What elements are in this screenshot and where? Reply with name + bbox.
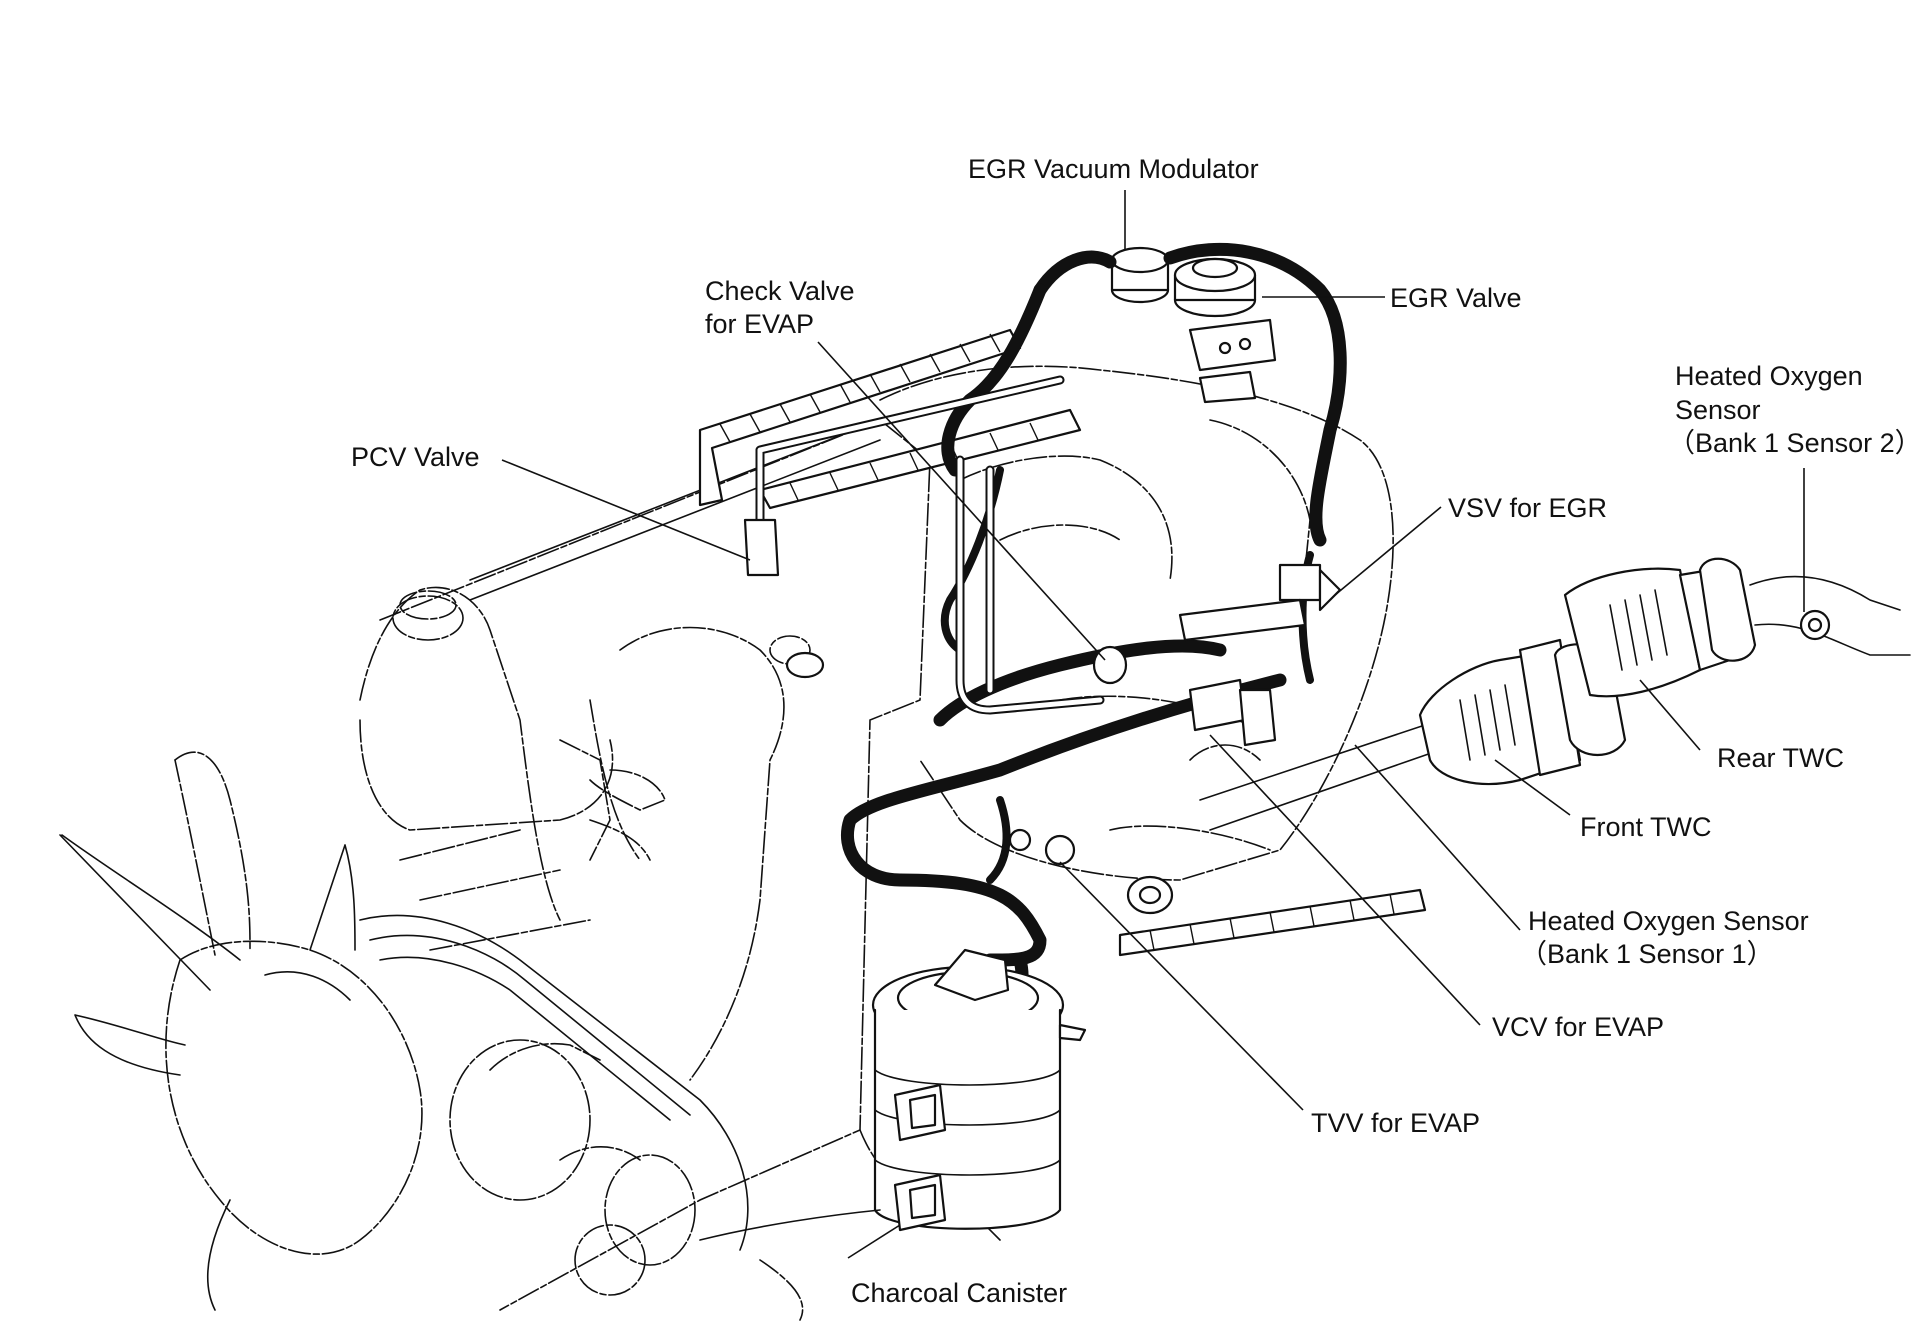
valves [743, 518, 1342, 866]
label-vcv-evap: VCV for EVAP [1492, 1012, 1664, 1042]
belt-and-pulleys [359, 914, 749, 1296]
leader-pcv-valve [501, 459, 751, 561]
engine-block [359, 419, 1001, 1321]
exhaust-system [1126, 557, 1911, 915]
leader-charcoal-canister [847, 1224, 901, 1259]
label-rear-twc: Rear TWC [1717, 743, 1844, 773]
leader-vcv-evap [1209, 734, 1481, 1026]
label-ho2s-b1s1-line2: （Bank 1 Sensor 1） [1520, 939, 1774, 969]
label-egr-valve: EGR Valve [1390, 283, 1522, 313]
label-vsv-egr: VSV for EGR [1448, 493, 1607, 523]
leader-tvv-evap [1059, 861, 1304, 1111]
leader-ho2s-b1s1 [1354, 744, 1521, 931]
intake-manifold [879, 365, 1394, 881]
catalyst-pattern [1459, 589, 1668, 761]
label-tvv-evap: TVV for EVAP [1311, 1108, 1480, 1138]
metal-tubes [755, 375, 1105, 715]
leader-front-twc [1494, 759, 1571, 816]
egr-assembly [1110, 246, 1277, 404]
label-ho2s-b1s2-line3: （Bank 1 Sensor 2） [1668, 428, 1920, 458]
leader-check-valve [817, 341, 1106, 661]
label-ho2s-b1s1-line1: Heated Oxygen Sensor [1528, 906, 1809, 936]
engine-illustration [59, 242, 1911, 1321]
label-pcv-valve: PCV Valve [351, 442, 480, 472]
label-egr-vacuum-modulator: EGR Vacuum Modulator [968, 154, 1259, 184]
label-ho2s-b1s2-line1: Heated Oxygen [1675, 361, 1863, 391]
cooling-fan [59, 751, 423, 1311]
label-check-valve-line2: for EVAP [705, 309, 814, 339]
label-charcoal-canister: Charcoal Canister [851, 1278, 1067, 1308]
label-ho2s-b1s2-line2: Sensor [1675, 395, 1761, 425]
leader-lines [501, 190, 1805, 1259]
leader-vsv-egr [1334, 506, 1442, 596]
leader-rear-twc [1639, 679, 1701, 751]
air-intake-duct [698, 328, 1427, 957]
component-labels: EGR Vacuum Modulator EGR Valve Check Val… [351, 154, 1920, 1308]
label-check-valve-line1: Check Valve [705, 276, 855, 306]
charcoal-canister-art [699, 948, 1087, 1241]
label-front-twc: Front TWC [1580, 812, 1712, 842]
